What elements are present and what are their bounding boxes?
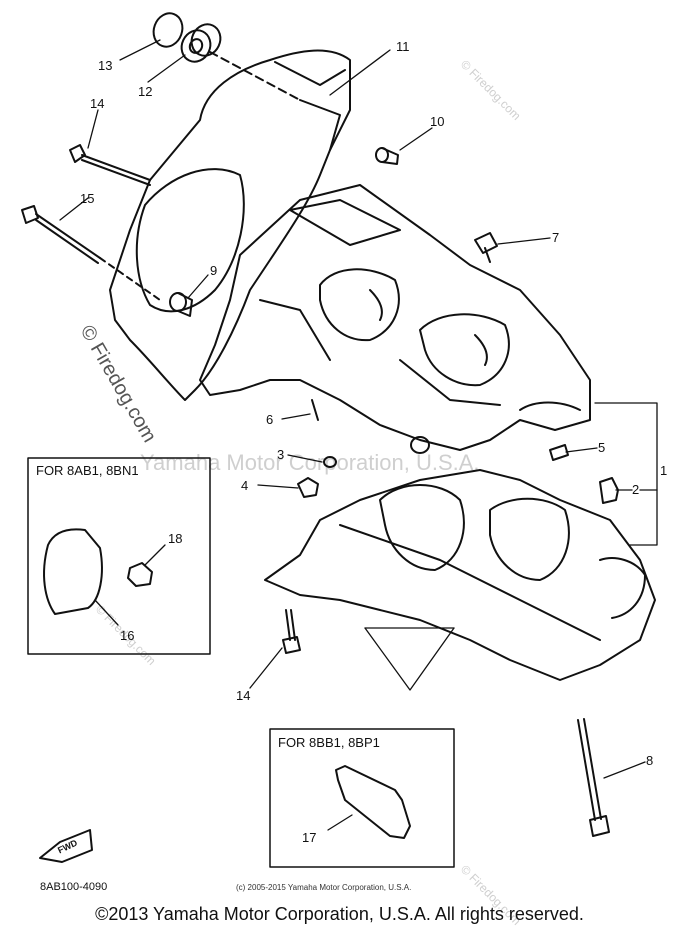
cover-plate-16: [43, 528, 103, 615]
washer-3: [323, 456, 337, 468]
footer-copyright: ©2013 Yamaha Motor Corporation, U.S.A. A…: [95, 904, 584, 924]
callout-5: 5: [598, 440, 605, 455]
callout-3: 3: [277, 447, 284, 462]
cap-2: [599, 477, 619, 504]
callout-labels: 13 12 11 10 14 15 9 7 5 1 2 6 3 4 18 16 …: [80, 39, 667, 845]
pin-6: [311, 399, 319, 421]
watermark-small-1: © Firedog.com: [458, 57, 524, 123]
fwd-label: FWD: [56, 837, 79, 855]
callout-16: 16: [120, 628, 134, 643]
plate-17: [335, 765, 411, 839]
callout-6: 6: [266, 412, 273, 427]
inset-left-box: [27, 457, 211, 655]
callout-11: 11: [396, 39, 410, 54]
upper-crankcase-1: [199, 184, 591, 451]
callout-2: 2: [632, 482, 639, 497]
callout-7: 7: [552, 230, 559, 245]
inset-right-box: [269, 728, 455, 868]
bolt-14-top: [69, 144, 151, 186]
callout-13: 13: [98, 58, 112, 73]
lower-crankcase: [264, 469, 656, 681]
diagram-code: 8AB100-4090: [40, 881, 108, 893]
collar-9: [169, 292, 193, 317]
dowel-5: [549, 444, 569, 461]
callout-10: 10: [430, 114, 444, 129]
callout-4: 4: [241, 478, 248, 493]
nut-4: [297, 477, 319, 498]
circlip-13: [152, 12, 184, 48]
pin-10: [375, 147, 399, 165]
callout-8: 8: [646, 753, 653, 768]
small-copyright: (c) 2005-2015 Yamaha Motor Corporation, …: [236, 883, 412, 892]
callout-14-top: 14: [90, 96, 104, 111]
nut-18: [127, 562, 153, 587]
bolt-8: [577, 718, 610, 837]
callout-12: 12: [138, 84, 152, 99]
callout-18: 18: [168, 531, 182, 546]
callout-17: 17: [302, 830, 316, 845]
watermark-vertical: © Firedog.com: [76, 322, 161, 447]
bearing-12: [180, 23, 222, 63]
callout-9: 9: [210, 263, 217, 278]
callout-15: 15: [80, 191, 94, 206]
inset-right-title: FOR 8BB1, 8BP1: [278, 735, 380, 750]
bolt-15: [21, 205, 161, 301]
bolt-14-bottom: [282, 609, 301, 654]
watermark-center: Yamaha Motor Corporation, U.S.A.: [140, 450, 480, 475]
callout-14-bottom: 14: [236, 688, 250, 703]
inset-left-title: FOR 8AB1, 8BN1: [36, 463, 139, 478]
fwd-arrow-icon: [39, 829, 93, 863]
crankcase-cover-11: [109, 49, 351, 401]
bolt-7: [474, 232, 498, 263]
watermarks: Yamaha Motor Corporation, U.S.A. © Fired…: [76, 57, 524, 928]
callout-1: 1: [660, 463, 667, 478]
